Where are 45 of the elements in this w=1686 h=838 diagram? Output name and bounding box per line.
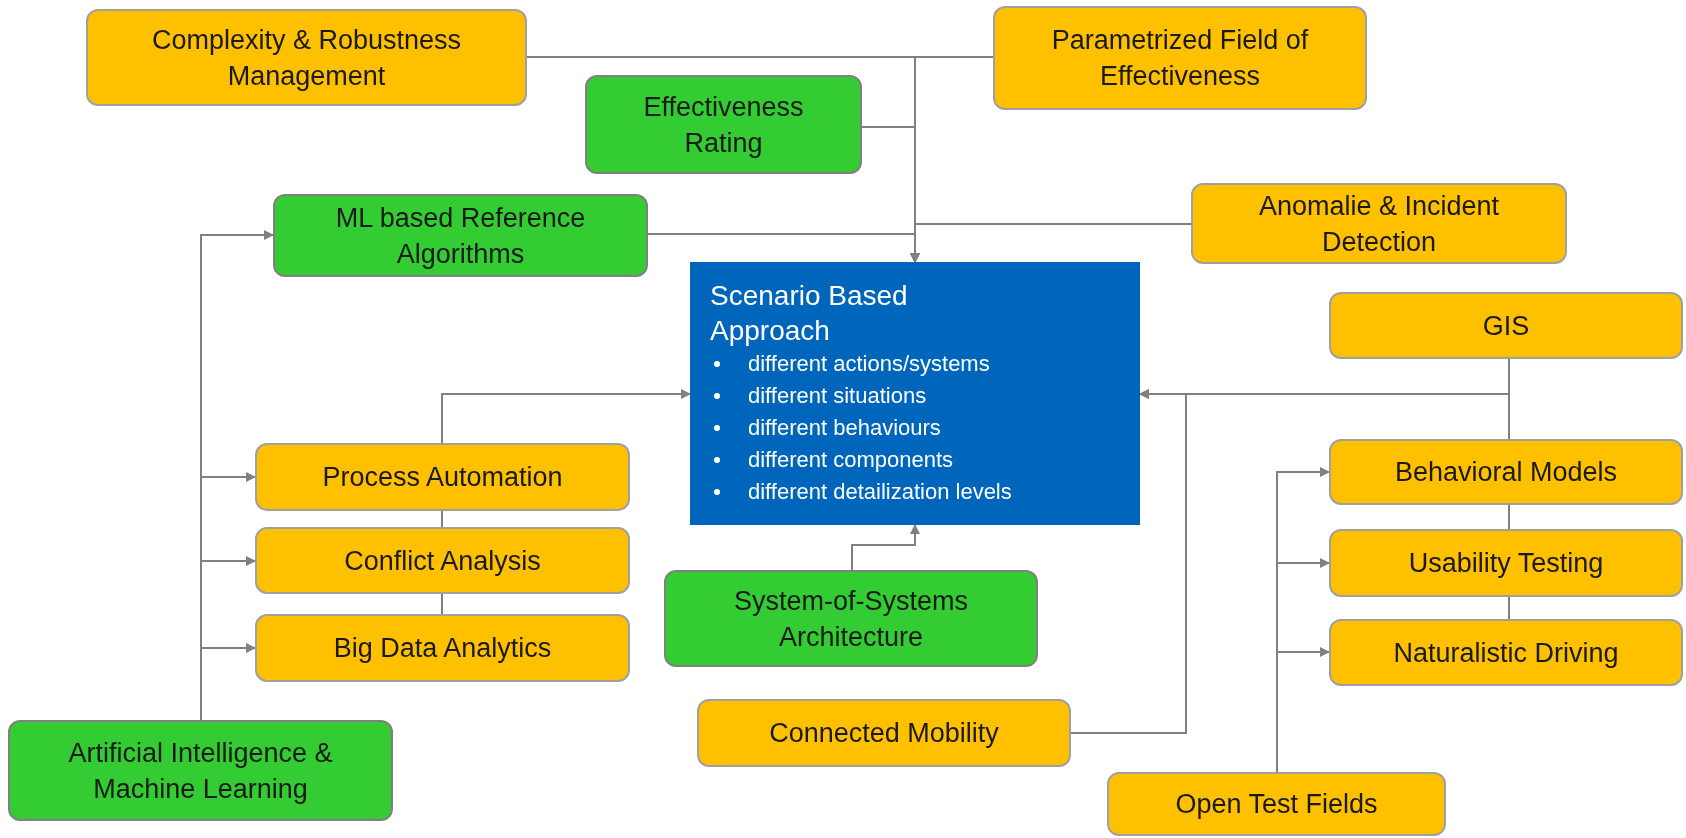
box-label: Artificial Intelligence & Machine Learning xyxy=(67,736,334,806)
box-label: Usability Testing xyxy=(1408,547,1604,580)
topic-box xyxy=(86,9,527,106)
topic-box xyxy=(1329,292,1683,359)
bullet-item: different actions/systems xyxy=(748,350,990,378)
box-label: Big Data Analytics xyxy=(333,632,552,665)
box-label: Conflict Analysis xyxy=(344,544,541,578)
topic-box xyxy=(993,6,1367,110)
topic-box xyxy=(585,75,862,174)
box-label: ML based Reference Algorithms xyxy=(334,201,587,271)
topic-box xyxy=(1329,439,1683,505)
bullet-item: different behaviours xyxy=(748,414,941,442)
topic-box xyxy=(8,720,393,821)
topic-box xyxy=(1329,529,1683,597)
topic-box xyxy=(1191,183,1567,264)
bullet-item: different situations xyxy=(748,382,927,410)
box-label: Open Test Fields xyxy=(1175,788,1378,821)
connector-arrow xyxy=(1070,389,1187,734)
box-label: Parametrized Field of Effectiveness xyxy=(1050,24,1310,93)
connector-arrow xyxy=(1276,647,1330,773)
topic-box xyxy=(697,699,1071,767)
box-label: Complexity & Robustness Management xyxy=(150,23,463,93)
topic-box xyxy=(273,194,648,277)
topic-box xyxy=(1329,619,1683,686)
box-heading: Scenario Based Approach xyxy=(710,279,909,348)
box-label: Naturalistic Driving xyxy=(1393,636,1619,670)
box-label: System-of-Systems Architecture xyxy=(732,584,969,654)
bullet-item: different detailization levels xyxy=(748,478,1012,506)
connector-arrow xyxy=(441,389,691,444)
topic-box xyxy=(255,527,630,594)
box-label: Connected Mobility xyxy=(769,717,999,750)
box-label: Process Automation xyxy=(322,461,563,494)
connector-arrow xyxy=(851,524,920,571)
topic-box xyxy=(664,570,1038,667)
box-label: GIS xyxy=(1482,309,1530,343)
box-label: Effectiveness Rating xyxy=(642,90,805,160)
topic-box xyxy=(255,614,630,682)
bullet-item: different components xyxy=(748,446,954,474)
topic-box xyxy=(255,443,630,511)
connector-arrow xyxy=(200,643,256,721)
central-box xyxy=(690,262,1140,525)
box-label: Anomalie & Incident Detection xyxy=(1257,189,1501,259)
connector-arrow xyxy=(910,223,1192,263)
box-label: Behavioral Models xyxy=(1394,456,1618,489)
topic-box xyxy=(1107,772,1446,836)
